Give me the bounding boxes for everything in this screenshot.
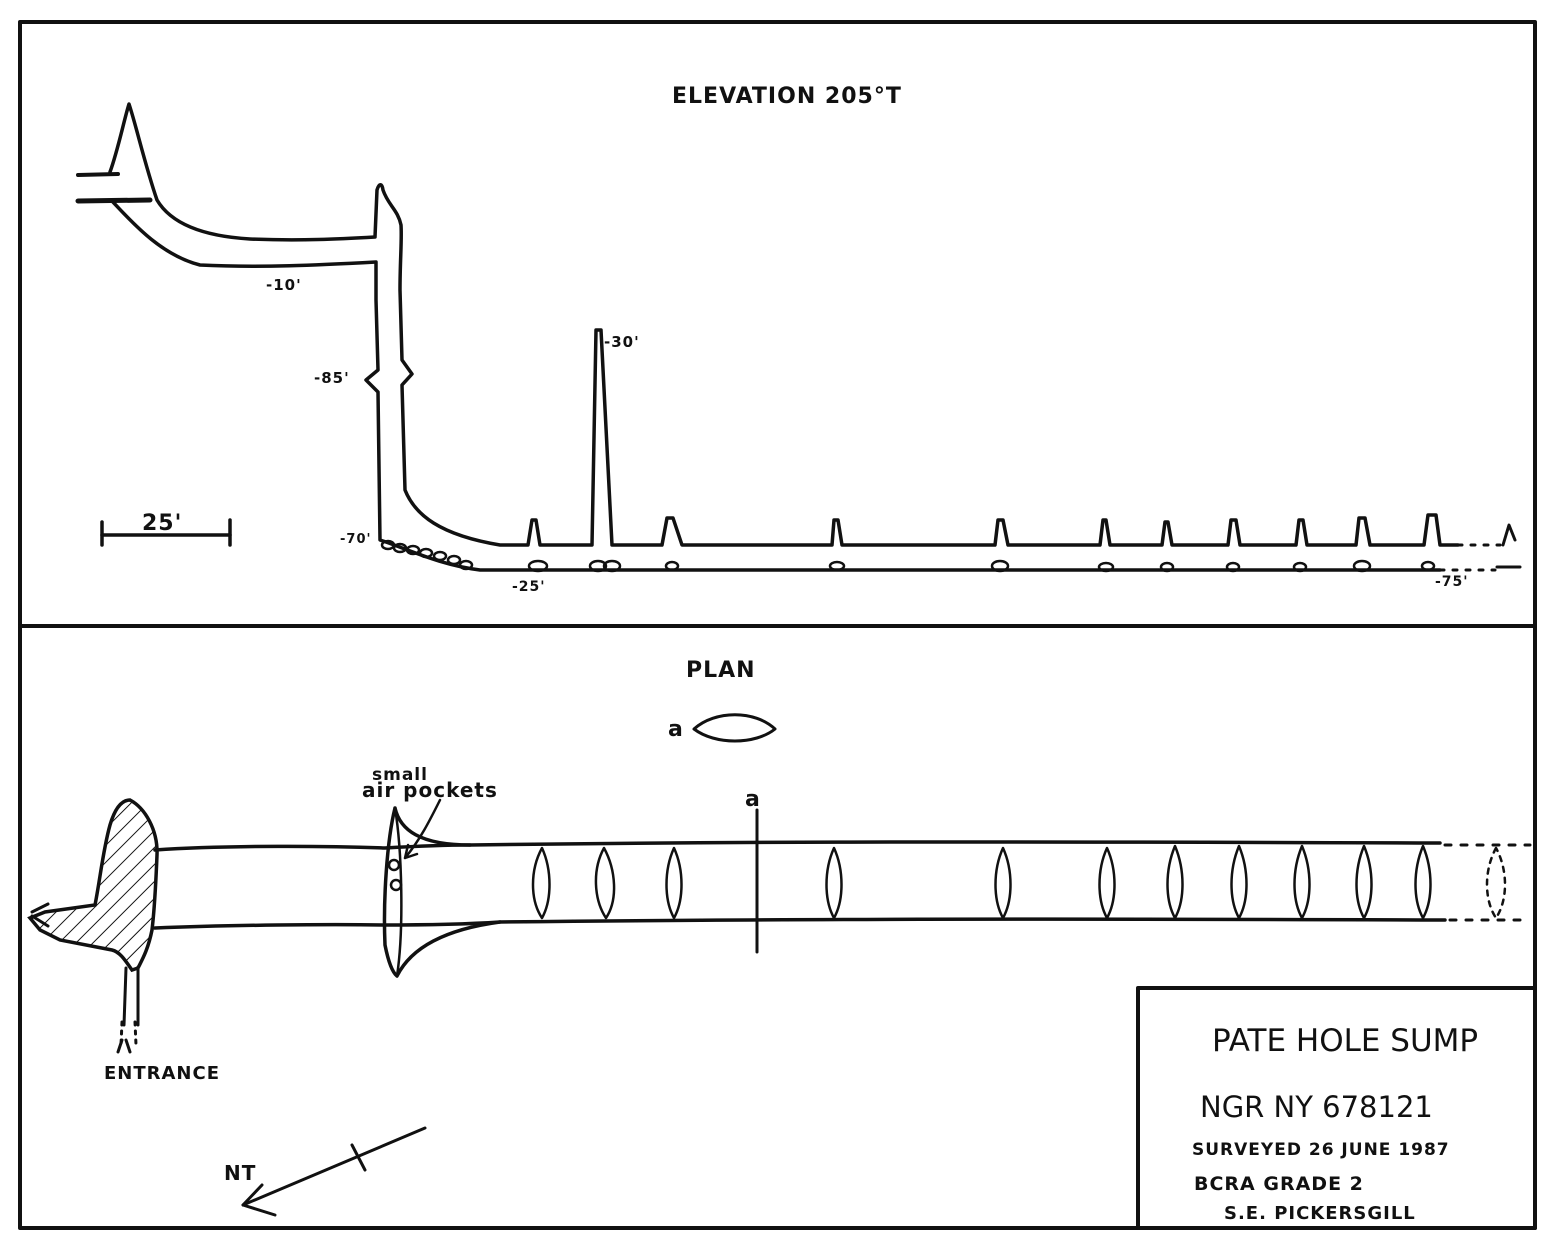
bcra-grade: BCRA GRADE 2 bbox=[1194, 1173, 1364, 1195]
survey-name: PATE HOLE SUMP bbox=[1212, 1023, 1478, 1059]
elevation-entrance-stub-lower bbox=[75, 197, 153, 204]
grid-reference: NGR NY 678121 bbox=[1200, 1090, 1433, 1124]
entrance-arrow-left bbox=[30, 902, 50, 928]
elevation-entrance-stub-upper bbox=[76, 172, 120, 177]
plan-passage-upper-wall bbox=[153, 840, 1442, 852]
title-block: PATE HOLE SUMP NGR NY 678121 SURVEYED 26… bbox=[1136, 986, 1537, 1230]
depth-label-minus-25: -25' bbox=[512, 579, 546, 595]
entrance-shaft-dashed bbox=[119, 1020, 138, 1047]
passage-restrictions bbox=[531, 844, 1432, 920]
scale-bar-label: 25' bbox=[142, 511, 182, 536]
survey-date: SURVEYED 26 JUNE 1987 bbox=[1192, 1140, 1450, 1160]
air-pocket-chamber-inner bbox=[393, 806, 403, 978]
entrance-chamber bbox=[27, 798, 159, 973]
elevation-view: ELEVATION 205°T bbox=[75, 84, 1522, 595]
entrance-label: ENTRANCE bbox=[104, 1063, 220, 1084]
surveyor-name: S.E. PICKERSGILL bbox=[1224, 1203, 1416, 1224]
elevation-boulders bbox=[380, 539, 1436, 573]
plan-passage-lower-wall bbox=[153, 917, 1447, 930]
air-pockets-label-line2: air pockets bbox=[362, 778, 498, 802]
plan-view: PLAN a ENTRANCE small air pockets bbox=[27, 658, 1532, 1217]
elevation-scale-bar: 25' bbox=[100, 511, 232, 547]
air-pockets-pointer bbox=[403, 798, 442, 860]
north-arrow-label: NT bbox=[224, 1161, 256, 1185]
air-pocket-circles bbox=[387, 858, 403, 892]
cross-section-shape bbox=[692, 713, 777, 743]
plan-title: PLAN bbox=[686, 658, 756, 683]
elevation-passage-floor bbox=[110, 199, 1442, 572]
depth-label-minus-85: -85' bbox=[314, 369, 350, 387]
depth-label-minus-10: -10' bbox=[266, 276, 302, 294]
passage-restriction-dashed bbox=[1485, 846, 1507, 920]
entrance-shaft bbox=[122, 966, 140, 1027]
elevation-passage-roof bbox=[108, 102, 1460, 547]
north-arrow: NT bbox=[224, 1126, 427, 1217]
elevation-end-stub-roof bbox=[1501, 523, 1517, 547]
entrance-arrow-down bbox=[116, 1038, 132, 1054]
elevation-title: ELEVATION 205°T bbox=[672, 84, 902, 109]
depth-label-minus-30: -30' bbox=[604, 333, 640, 351]
air-pockets-label-line1: small bbox=[372, 765, 428, 785]
cross-section-label: a bbox=[668, 717, 684, 742]
title-block-frame bbox=[1136, 986, 1537, 1230]
depth-label-minus-70: -70' bbox=[340, 532, 371, 547]
depth-label-minus-75: -75' bbox=[1435, 574, 1469, 590]
section-line-label: a bbox=[745, 787, 761, 812]
